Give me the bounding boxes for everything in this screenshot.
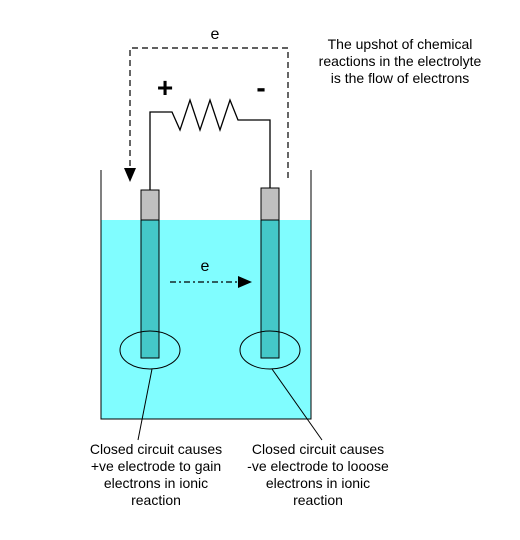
electron-flow-path-top bbox=[129, 47, 289, 178]
positive-electrode-top bbox=[140, 189, 160, 221]
electron-label-middle: e bbox=[200, 258, 210, 275]
caption-left-line-3: electrons in ionic bbox=[103, 475, 209, 491]
caption-left-line-4: reaction bbox=[131, 492, 181, 508]
caption-left-line-2: +ve electrode to gain bbox=[90, 458, 222, 474]
electron-label-top: e bbox=[210, 26, 220, 43]
explanation-note: The upshot of chemical reactions in the … bbox=[300, 36, 500, 87]
note-line-1: The upshot of chemical bbox=[327, 36, 473, 52]
negative-electrode-submerged bbox=[260, 219, 280, 359]
callout-line-left bbox=[137, 368, 153, 441]
positive-terminal-label: + bbox=[156, 72, 174, 103]
caption-right-line-1: Closed circuit causes bbox=[251, 441, 385, 457]
electron-flow-arrowhead-middle bbox=[238, 276, 252, 288]
caption-negative-electrode: Closed circuit causes -ve electrode to l… bbox=[233, 441, 403, 509]
beaker bbox=[100, 170, 312, 420]
electron-flow-arrowhead-top bbox=[124, 168, 136, 182]
callout-line-right bbox=[271, 368, 323, 441]
note-line-3: is the flow of electrons bbox=[330, 70, 470, 86]
reaction-zone-negative bbox=[239, 330, 301, 370]
caption-left-line-1: Closed circuit causes bbox=[89, 441, 223, 457]
caption-right-line-3: electrons in ionic bbox=[265, 475, 371, 491]
caption-positive-electrode: Closed circuit causes +ve electrode to g… bbox=[71, 441, 241, 509]
negative-terminal-label: - bbox=[256, 72, 266, 103]
reaction-zone-positive bbox=[119, 330, 181, 370]
negative-electrode-top bbox=[260, 187, 280, 221]
circuit-wire-resistor bbox=[149, 97, 271, 190]
note-line-2: reactions in the electrolyte bbox=[318, 53, 482, 69]
positive-electrode-submerged bbox=[140, 219, 160, 359]
caption-right-line-4: reaction bbox=[293, 492, 343, 508]
caption-right-line-2: -ve electrode to looose bbox=[247, 458, 389, 474]
